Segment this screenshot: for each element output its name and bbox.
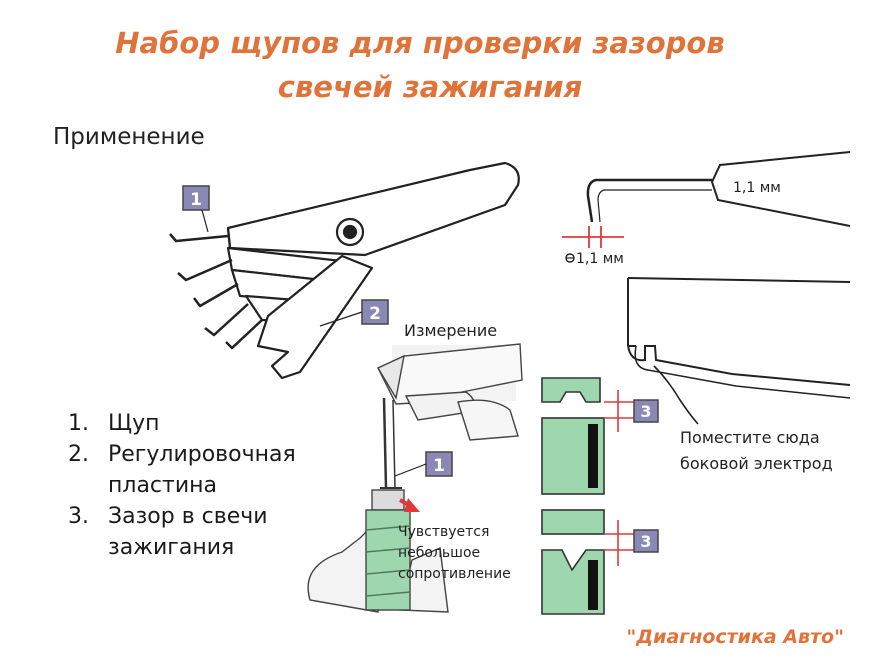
adjusting-plate [256, 254, 374, 380]
slide-title-line-2: свечей зажигания [277, 70, 583, 104]
wire-closeup [586, 151, 851, 227]
gap-insert-bottom [541, 509, 605, 615]
slide-title-line-1: Набор щупов для проверки зазоров [115, 26, 725, 60]
place-label-2: боковой электрод [680, 454, 833, 473]
pointer-line [653, 365, 699, 425]
callout-label-2: 2 [369, 304, 381, 324]
resist-label-1: Чувствуется [398, 524, 489, 540]
wire-feeler-3 [193, 282, 239, 308]
section-heading: Применение [53, 124, 205, 150]
legend-text: Щуп [108, 411, 160, 436]
callout-box-2 [361, 299, 389, 325]
legend-item: 3. Зазор в свечи зажигания [68, 501, 318, 563]
insert-top-upper [541, 377, 601, 403]
wire-feeler-1 [169, 233, 229, 243]
callout-box-3a [633, 399, 659, 423]
callout-label-1: 1 [190, 190, 202, 210]
callout-box-1 [182, 185, 210, 211]
gap-insert-top [541, 377, 605, 495]
feeler-gauge-set [169, 161, 520, 380]
gap-dimension-bottom [604, 520, 634, 566]
legend-item: 1. Щуп [68, 408, 318, 439]
callout-box-3b [633, 529, 659, 553]
legend-number: 1. [68, 411, 89, 436]
measure-label: Измерение [404, 321, 497, 340]
gauge-handle [226, 161, 520, 257]
gap-dimension-top [604, 390, 634, 432]
adjusting-plate-closeup [627, 277, 851, 399]
place-label-1: Поместите сюда [680, 428, 820, 447]
legend-number: 2. [68, 442, 89, 467]
insert-bottom-upper [541, 509, 605, 535]
resist-label-3: сопротивление [398, 566, 511, 582]
callout-label-3a: 3 [640, 402, 651, 421]
legend-text: Регулировочная пластина [108, 442, 296, 498]
callout-label-3b: 3 [640, 532, 651, 551]
footer-brand: "Диагностика Авто" [626, 626, 844, 648]
resist-label-2: небольшое [398, 545, 480, 561]
legend-number: 3. [68, 504, 89, 529]
measurement-illustration [307, 343, 523, 613]
spark-plug [365, 489, 411, 611]
gap-dimension [562, 226, 624, 248]
legend-text: Зазор в свечи зажигания [108, 504, 268, 560]
legend-item: 2. Регулировочная пластина [68, 439, 318, 501]
callout-box-1b [425, 451, 453, 477]
legend-list: 1. Щуп 2. Регулировочная пластина 3. Заз… [68, 408, 318, 563]
wire-feeler-5 [225, 319, 263, 350]
wire-feeler-2 [177, 258, 233, 282]
feeler-wire-in-use [380, 397, 402, 489]
wire-feeler-4 [204, 303, 249, 337]
gap-label-bottom: 1,1 мм [576, 251, 624, 267]
gap-label-top: 1,1 мм [733, 180, 781, 196]
callout-label-1b: 1 [433, 456, 445, 476]
